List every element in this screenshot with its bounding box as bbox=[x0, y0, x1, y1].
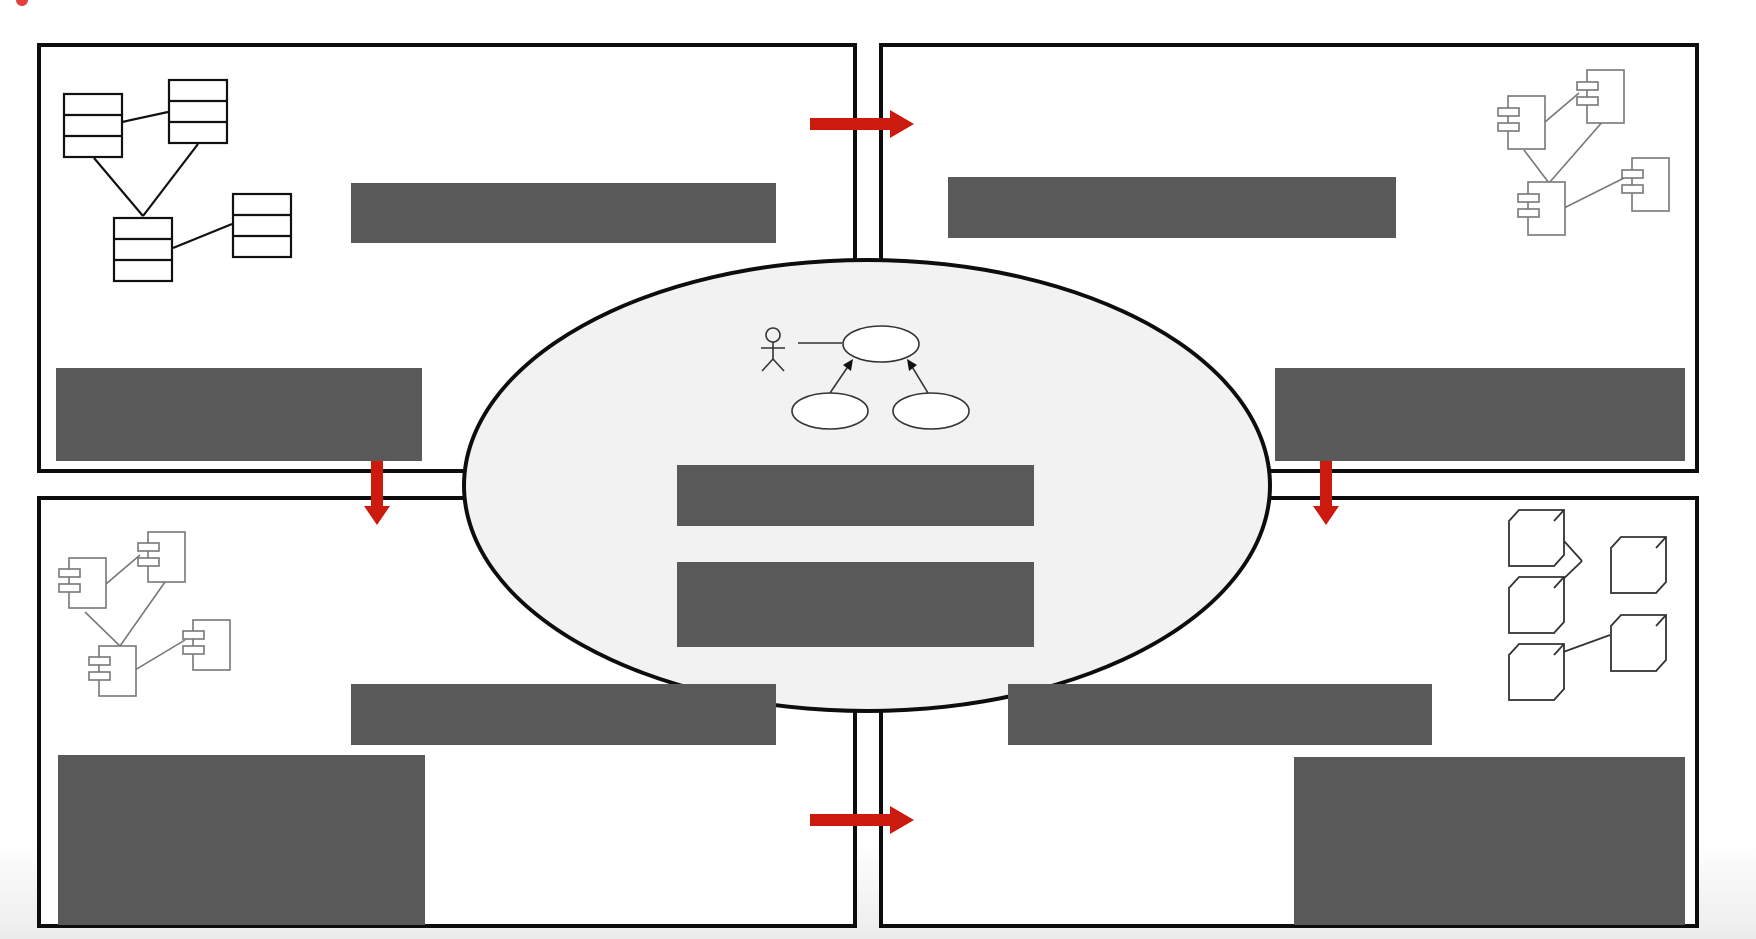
use-case-diagram-icon bbox=[761, 325, 970, 430]
arrow-right-icon bbox=[810, 806, 914, 834]
class-diagram-icon bbox=[62, 78, 293, 283]
redacted-text-block bbox=[58, 755, 425, 925]
redacted-text-block bbox=[1275, 368, 1685, 461]
redacted-text-block bbox=[948, 177, 1396, 238]
recording-indicator-dot bbox=[16, 0, 28, 6]
redacted-text-block bbox=[351, 183, 776, 243]
component-diagram-icon bbox=[58, 531, 231, 697]
arrow-down-icon bbox=[364, 460, 390, 525]
redacted-text-block bbox=[351, 684, 776, 745]
deployment-node-diagram-icon bbox=[1508, 509, 1667, 701]
arrow-down-icon bbox=[1313, 460, 1339, 525]
redacted-text-block bbox=[1294, 757, 1685, 925]
redacted-text-block bbox=[677, 562, 1034, 647]
redacted-text-block bbox=[677, 465, 1034, 526]
redacted-text-block bbox=[56, 368, 422, 461]
component-diagram-icon bbox=[1497, 69, 1670, 236]
redacted-text-block bbox=[1008, 684, 1432, 745]
arrow-right-icon bbox=[810, 110, 914, 138]
